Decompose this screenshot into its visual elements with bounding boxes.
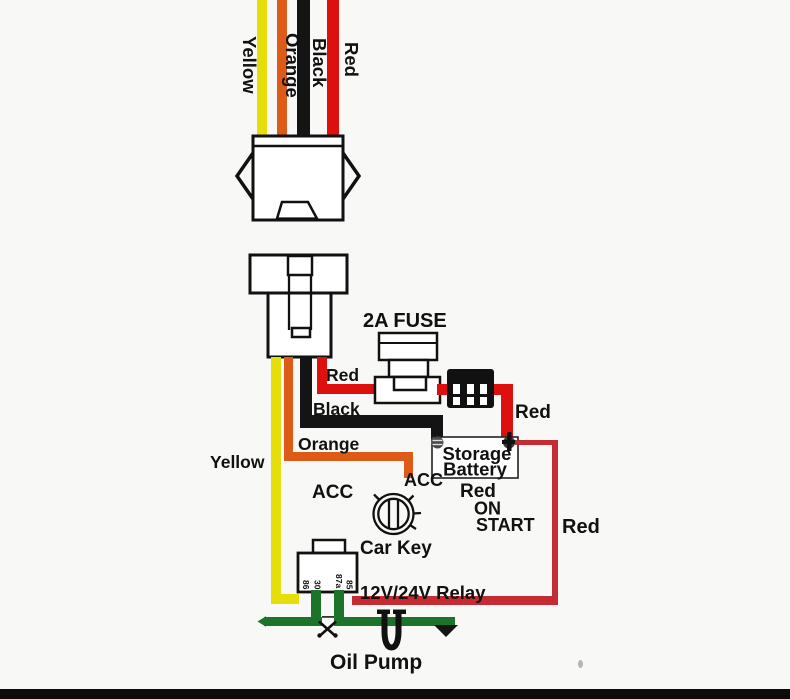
label-red-wire: Red: [341, 42, 362, 77]
red-ignition-wire-bottom: [352, 596, 558, 605]
label-red: Red: [326, 365, 359, 385]
label-start: START: [476, 515, 535, 535]
relay-pin-30: 30: [313, 580, 323, 590]
scissors-icon: [318, 620, 337, 638]
label-oil-pump: Oil Pump: [330, 651, 422, 674]
label-on: ON: [474, 499, 501, 519]
red-wire-fuse-out: [437, 384, 448, 395]
plug-pin-block: [290, 326, 312, 339]
red-ignition-wire-v: [552, 440, 558, 600]
label-black-wire: Black: [309, 38, 330, 88]
footer-bar: [0, 689, 790, 699]
green-bus-right: [334, 617, 455, 626]
label-car-key: Car Key: [360, 538, 432, 559]
orange-wire: [284, 357, 293, 461]
cut-wire-line: [322, 616, 334, 618]
oil-pump-icon: [381, 611, 402, 651]
fuse-top: [377, 331, 439, 362]
red-wire-top: [327, 0, 339, 137]
fuse-holder-inner: [392, 375, 428, 392]
car-key-inner: [377, 497, 410, 531]
key-tick: [373, 493, 380, 501]
red-wire-to-fuse: [317, 384, 376, 394]
yellow-wire: [271, 357, 281, 604]
orange-wire-end: [404, 452, 413, 478]
label-orange: Orange: [298, 434, 360, 454]
relay-tab: [311, 538, 347, 555]
label-orange-wire: Orange: [282, 33, 303, 98]
connector-pin: [467, 384, 474, 394]
black-wire-horizontal: [300, 415, 443, 428]
connector-bottom-notch: [275, 200, 320, 220]
fuse-middle: [387, 358, 430, 379]
label-red-ignition: Red: [460, 481, 496, 502]
red-wire-to-battery-v: [501, 384, 513, 443]
plug-latch: [286, 254, 314, 277]
label-yellow-wire: Yellow: [239, 36, 260, 94]
label-yellow: Yellow: [210, 452, 265, 472]
label-red-battery: Red: [515, 402, 551, 423]
plus-icon: [502, 440, 517, 444]
relay-pin-87a: 87a: [334, 574, 344, 588]
key-tick: [413, 511, 422, 515]
yellow-wire-elbow: [271, 594, 299, 604]
yellow-wire-top: [257, 0, 267, 137]
battery-negative-terminal: [431, 436, 444, 449]
green-wire-30: [311, 590, 321, 626]
connector-right-clip: [341, 152, 362, 200]
red-ignition-wire-top: [515, 440, 558, 445]
ground-icon: [434, 625, 458, 637]
connector-left-clip: [234, 152, 255, 200]
connector-pin: [467, 397, 474, 405]
label-relay: 12V/24V Relay: [360, 582, 486, 603]
black-wire-top: [297, 0, 310, 137]
orange-wire-horizontal: [284, 452, 413, 461]
orange-wire-top: [277, 0, 287, 137]
red-wire: [317, 357, 327, 394]
scissors-handle: [317, 633, 322, 638]
label-black: Black: [313, 399, 360, 419]
battery-label-2: Battery: [443, 459, 507, 480]
car-key-icon: [372, 492, 415, 536]
connector-pin: [453, 397, 460, 405]
green-left-arrow: [257, 616, 266, 627]
connector-pin: [453, 384, 460, 394]
plug-body: [266, 291, 333, 359]
green-bus-left: [264, 617, 322, 626]
connector-pin: [480, 397, 487, 405]
connector-pin: [480, 384, 487, 394]
label-acc-wire: ACC: [404, 470, 443, 490]
scissors-handle: [333, 633, 338, 638]
black-wire: [300, 357, 312, 428]
key-tick: [407, 494, 415, 502]
green-wire-87a: [334, 590, 344, 626]
key-tick: [409, 524, 417, 530]
label-acc: ACC: [312, 482, 353, 503]
battery-label-1: Storage: [443, 443, 512, 464]
relay-pin-86: 86: [301, 580, 311, 590]
relay-pin-85: 85: [345, 580, 355, 590]
scan-artifact: [578, 660, 583, 668]
label-fuse: 2A FUSE: [363, 310, 447, 332]
black-wire-end: [431, 415, 443, 439]
relay-box: [296, 551, 359, 594]
label-red-relay: Red: [562, 516, 600, 538]
